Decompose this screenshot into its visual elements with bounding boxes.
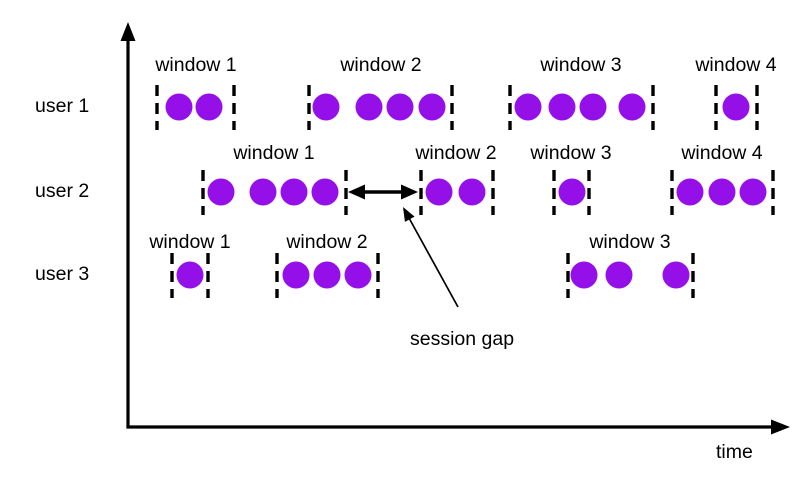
user-label: user 2 (35, 180, 89, 202)
session-gap-label: session gap (410, 328, 514, 350)
x-axis-arrowhead (771, 419, 790, 435)
event-dot (662, 261, 690, 289)
event-dot (708, 178, 736, 206)
event-dot (570, 261, 598, 289)
window-label: window 4 (680, 142, 762, 164)
event-dot (165, 93, 193, 121)
window-group: window 3 (529, 142, 612, 215)
event-dot (579, 93, 607, 121)
session-gap-leader-arrowhead (403, 207, 415, 222)
window-group: window 2 (275, 231, 380, 298)
axes-group: time (120, 22, 790, 463)
event-dot (312, 93, 340, 121)
window-group: window 1 (201, 142, 348, 215)
window-label: window 2 (414, 142, 496, 164)
event-dot (313, 261, 341, 289)
window-label: window 1 (232, 142, 314, 164)
window-label: window 1 (154, 54, 236, 76)
window-group: window 2 (414, 142, 497, 215)
event-dot (425, 178, 453, 206)
event-dot (282, 261, 310, 289)
session-gap-arrowhead-right (401, 184, 418, 200)
event-dot (722, 93, 750, 121)
window-group: window 2 (307, 54, 454, 130)
event-dot (548, 93, 576, 121)
y-axis-arrowhead (120, 22, 136, 41)
window-label: window 3 (539, 54, 621, 76)
event-dot (739, 178, 767, 206)
event-dot (558, 178, 586, 206)
event-dot (311, 178, 339, 206)
event-dot (418, 93, 446, 121)
session-gap-leader-line (408, 217, 459, 308)
window-group: window 3 (566, 231, 695, 298)
window-group: window 4 (670, 142, 775, 215)
window-group: window 1 (154, 54, 237, 130)
window-group: window 3 (508, 54, 655, 130)
x-axis-label: time (716, 441, 753, 463)
user-label: user 1 (35, 95, 89, 117)
window-label: window 1 (148, 231, 230, 253)
event-dot (355, 93, 383, 121)
event-dot (344, 261, 372, 289)
event-dot (195, 93, 223, 121)
event-dot (249, 178, 277, 206)
event-dot (605, 261, 633, 289)
session-gap-annotation: session gap (348, 184, 514, 350)
user-row: user 2 window 1 window 2 window 3 window 4 (35, 142, 775, 215)
event-dot (386, 93, 414, 121)
event-dot (618, 93, 646, 121)
event-dot (280, 178, 308, 206)
window-label: window 3 (529, 142, 611, 164)
window-label: window 3 (588, 231, 670, 253)
session-gap-arrowhead-left (348, 184, 365, 200)
window-label: window 2 (285, 231, 367, 253)
user-row: user 3 window 1 window 2 window 3 (35, 231, 695, 298)
window-label: window 4 (694, 54, 776, 76)
user-label: user 3 (35, 263, 89, 285)
event-dot (458, 178, 486, 206)
event-dot (676, 178, 704, 206)
window-label: window 2 (339, 54, 421, 76)
event-dot (176, 261, 204, 289)
event-dot (514, 93, 542, 121)
window-group: window 1 (148, 231, 231, 298)
window-group: window 4 (694, 54, 777, 130)
user-row: user 1 window 1 window 2 window 3 window 4 (35, 54, 777, 130)
event-dot (207, 178, 235, 206)
